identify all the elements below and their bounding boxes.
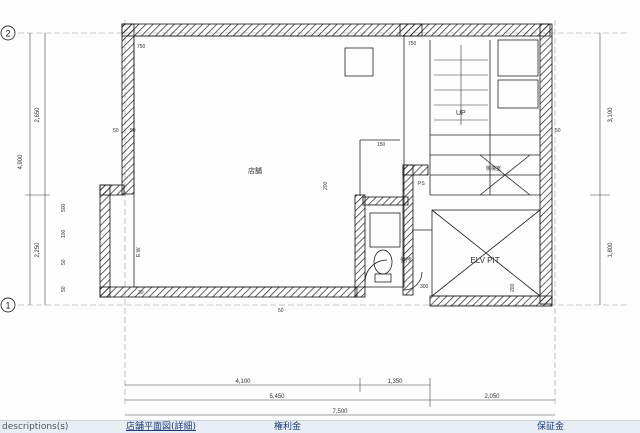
strip-link-key-money[interactable]: 権利金 [274,422,302,432]
dim-right-upper: 3,100 [608,107,614,123]
room-label-elv: ELV PIT [470,256,499,265]
floor-plan-drawing: 2 1 [0,20,630,416]
dim-small: 50 [130,128,136,134]
grid-marker-2-label: 2 [5,29,10,39]
dim-small: 300 [420,284,429,290]
room-label-main: 店舗 [248,166,262,175]
grid-marker-2: 2 [0,25,16,41]
dim-left-total: 4,900 [18,154,24,170]
dim-small: 30 [138,290,144,296]
dim-bottom-4100: 4,100 [235,379,251,385]
dim-small: 200 [510,283,516,292]
stairs [434,45,488,125]
dim-right-lower: 1,800 [608,242,614,258]
dim-bottom-2050: 2,050 [484,394,500,400]
grid-marker-1-label: 1 [5,301,10,311]
strip-link-deposit[interactable]: 保証金 [537,422,565,432]
dim-small: 50 [113,128,119,134]
dimension-lines [25,33,610,416]
strip-link-detail[interactable]: 店舗平面図(詳細) [126,422,197,432]
grid-marker-1: 1 [0,297,16,313]
dim-small: 200 [323,181,329,190]
dim-small: 50 [555,128,561,134]
dim-small: 750 [408,41,417,47]
label-ps: PS [418,181,425,187]
dim-small: 500 [61,203,67,212]
dim-small: 750 [137,44,146,50]
outer-walls [99,23,553,307]
dim-small: 50 [61,259,67,265]
room-label-wc: 便所 [400,256,412,264]
label-up: UP [456,110,466,117]
dim-small: 100 [61,229,67,238]
dim-left-upper: 2,650 [35,107,41,123]
strip-left-label: descriptions(s) [2,422,69,432]
dim-bottom-5450: 5,450 [269,394,285,400]
dim-bottom-1350: 1,350 [387,379,403,385]
dim-left-lower: 2,250 [35,242,41,258]
interior-lines [133,35,541,297]
room-label-mech: 機械室 [486,165,501,172]
dim-small: 150 [377,142,386,148]
label-ew: E.W. [136,246,142,257]
dim-bottom-7500: 7,500 [332,409,348,415]
dim-small: 50 [278,308,284,314]
dim-small: 50 [61,286,67,292]
bottom-info-strip: descriptions(s) 店舗平面図(詳細) 権利金 保証金 [0,420,640,433]
